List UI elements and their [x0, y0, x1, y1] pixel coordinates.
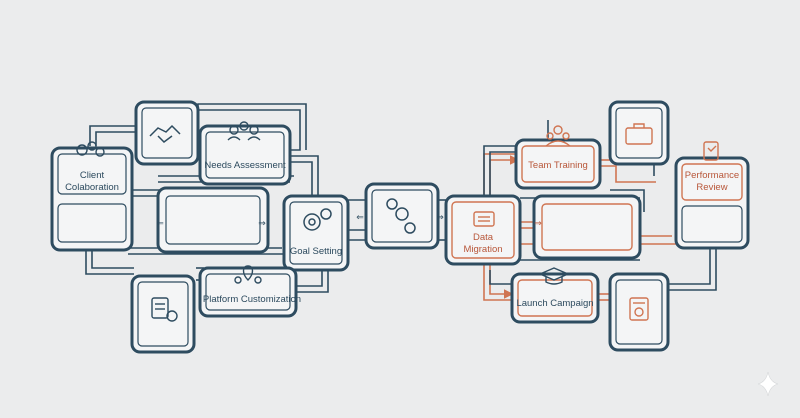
toolbox-node[interactable] — [608, 100, 670, 166]
client-collaboration-label-line2: Colaboration — [65, 182, 119, 193]
central-gears-icon — [386, 198, 416, 234]
sparkle-icon — [757, 371, 779, 397]
needs-assessment-node[interactable]: Needs Assessment — [198, 121, 292, 186]
people-gears-icon — [227, 121, 261, 141]
certificate-node[interactable] — [608, 272, 670, 352]
location-pin-people-icon — [234, 265, 262, 284]
database-icon — [473, 211, 495, 227]
center-right-arrow: ⇒ — [436, 212, 444, 222]
document-user-node[interactable] — [130, 274, 196, 354]
document-user-icon — [151, 297, 178, 322]
graduation-cap-icon — [538, 267, 570, 285]
clipboard-icon — [703, 141, 719, 161]
platform-customization-node[interactable]: Platform Customization — [198, 265, 301, 318]
left-middle-channel-box: ⇐ ⇒ — [156, 186, 270, 254]
gears-icon — [303, 208, 332, 231]
launch-campaign-node[interactable]: Launch Campaign — [510, 267, 600, 324]
performance-review-node[interactable]: Performance Review — [674, 141, 750, 250]
central-process-node[interactable]: ⇐ ⇒ — [356, 182, 444, 250]
center-left-arrow: ⇐ — [356, 212, 364, 222]
left-arrow-marker: ⇐ — [156, 218, 164, 228]
platform-customization-label: Platform Customization — [203, 294, 301, 305]
goal-setting-node[interactable]: Goal Setting — [282, 194, 350, 272]
data-migration-node[interactable]: Data Migration — [444, 194, 522, 266]
handshake-icon — [149, 124, 181, 143]
performance-review-label-line1: Performance — [685, 170, 739, 181]
client-collaboration-label-line1: Client — [80, 170, 105, 181]
needs-assessment-label: Needs Assessment — [204, 160, 286, 171]
data-migration-label-line2: Migration — [463, 244, 502, 255]
right-arrow-marker: ⇒ — [258, 218, 266, 228]
handshake-node[interactable] — [134, 100, 200, 166]
certificate-icon — [629, 297, 649, 321]
right-channel-arrow: ⇒ — [534, 218, 542, 228]
performance-review-label-line2: Review — [696, 182, 727, 193]
goal-setting-label: Goal Setting — [290, 246, 342, 257]
launch-campaign-label: Launch Campaign — [516, 298, 593, 309]
gears-people-icon — [76, 141, 105, 157]
team-training-node[interactable]: Team Training — [514, 125, 602, 190]
data-migration-label-line1: Data — [473, 232, 494, 243]
team-icon — [545, 125, 571, 147]
toolbox-icon — [625, 123, 653, 145]
right-middle-channel-box: ⇒ — [532, 194, 642, 260]
team-training-label: Team Training — [528, 160, 588, 171]
client-collaboration-node[interactable]: Client Colaboration — [50, 141, 134, 252]
